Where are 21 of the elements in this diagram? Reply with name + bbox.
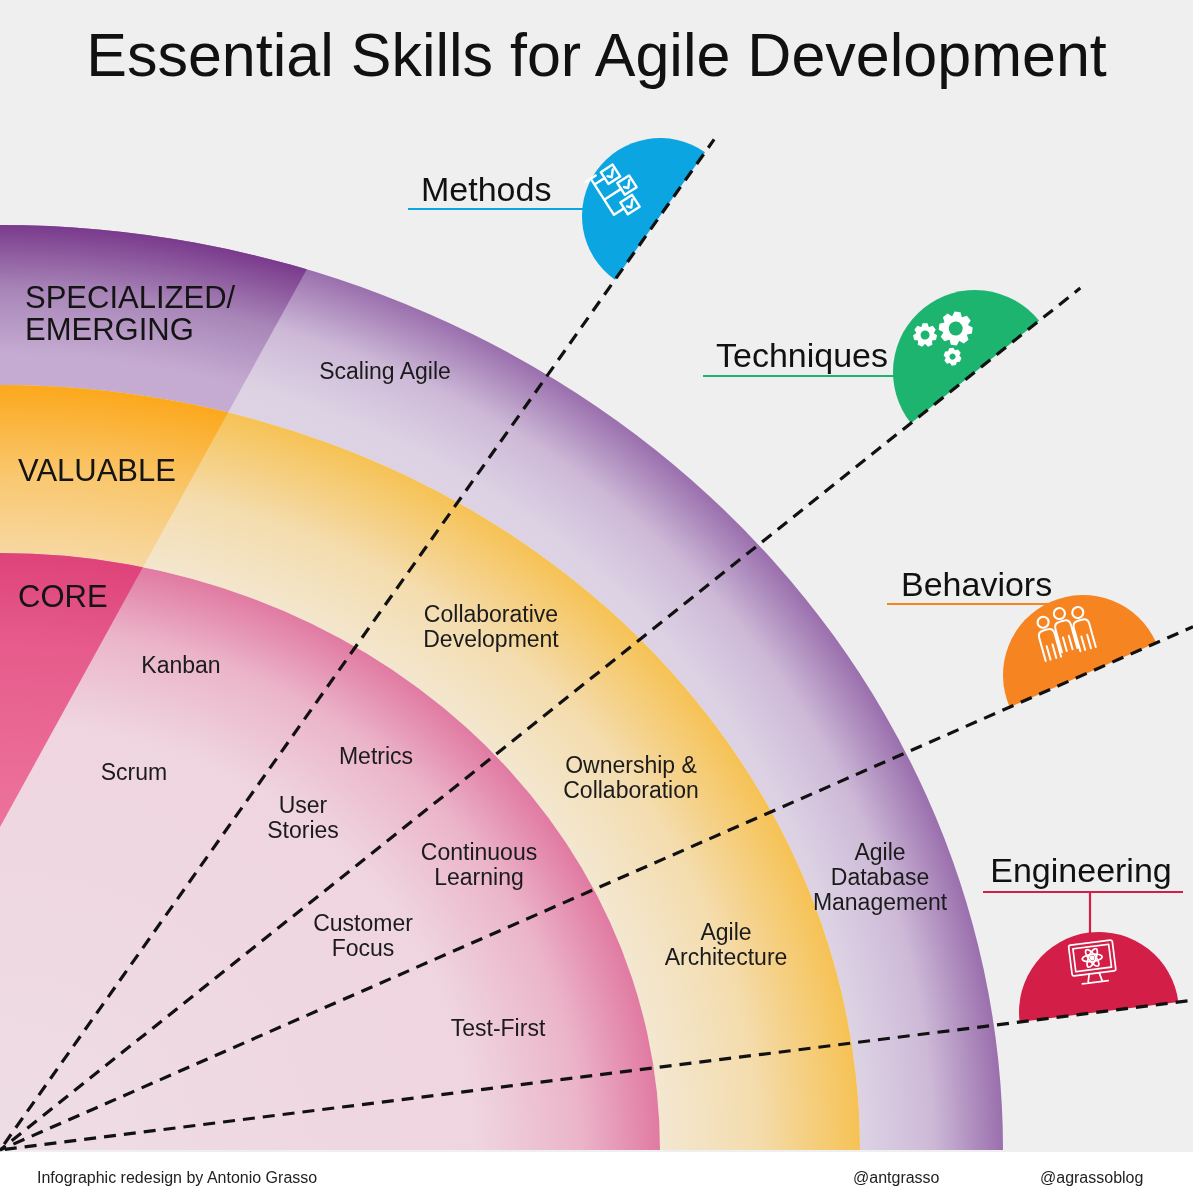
credit-text: Infographic redesign by Antonio Grasso: [37, 1168, 318, 1188]
social-handle: @agrassoblog: [1040, 1168, 1144, 1188]
social-handle: @antgrasso: [853, 1168, 940, 1188]
skill-label: Ownership & Collaboration: [563, 753, 699, 803]
skill-label: Test-First: [450, 1015, 546, 1041]
skill-label: Agile Database Management: [812, 839, 948, 915]
skill-label: Scaling Agile: [319, 358, 451, 384]
category-label: Methods: [421, 173, 552, 205]
skill-label: Kanban: [141, 652, 221, 678]
skill-label: Continuous Learning: [420, 840, 538, 890]
diagram-title: Essential Skills for Agile Development: [86, 22, 1107, 88]
skill-label: Scrum: [100, 759, 168, 785]
skill-label: Agile Architecture: [664, 920, 788, 970]
ring-label: CORE: [18, 581, 108, 613]
category-label: Behaviors: [901, 568, 1053, 600]
skill-label: Customer Focus: [313, 911, 413, 961]
skill-label: Collaborative Development: [423, 602, 559, 652]
skill-label: User Stories: [267, 793, 339, 843]
skill-label: Metrics: [338, 743, 414, 769]
ring-label: SPECIALIZED/ EMERGING: [25, 282, 236, 346]
ring-label: VALUABLE: [18, 455, 176, 487]
